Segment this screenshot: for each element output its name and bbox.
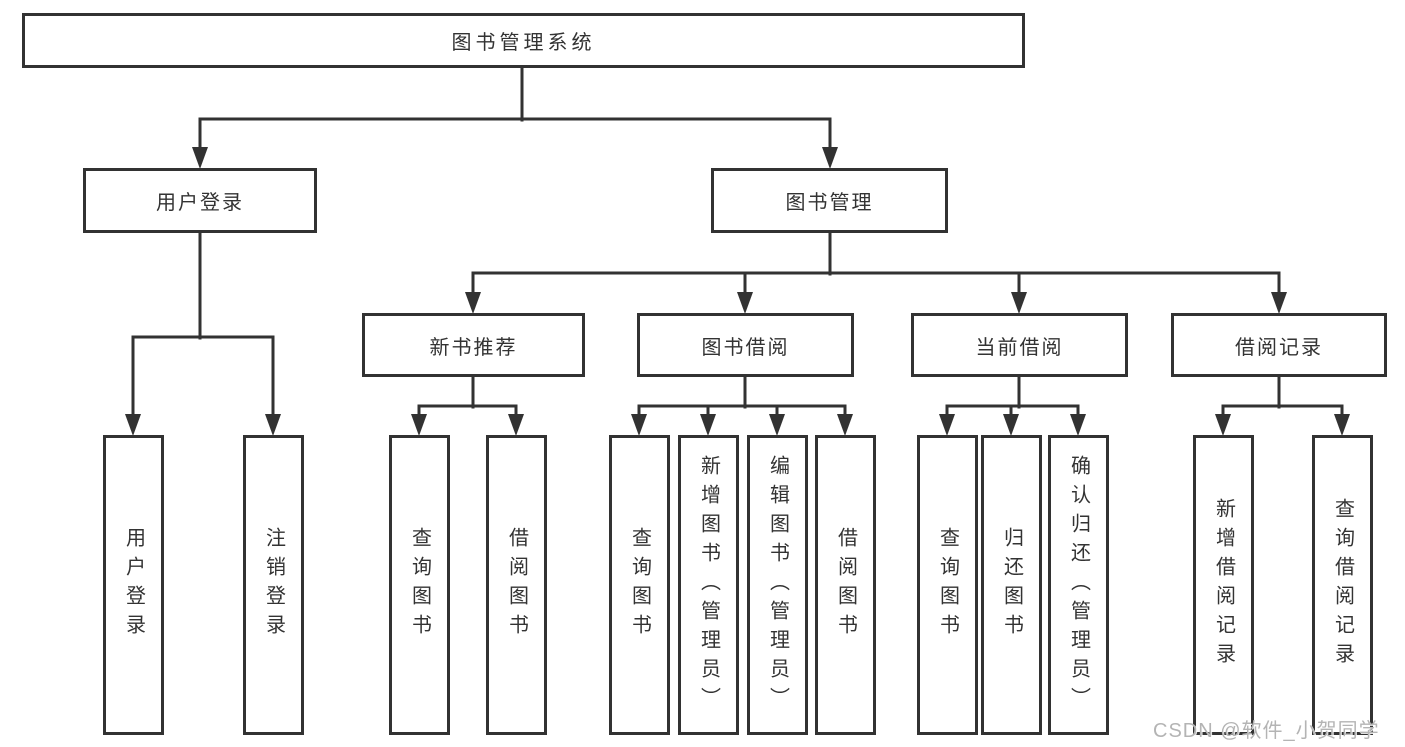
leaf-add-borrow-record: 新增借阅记录 xyxy=(1193,435,1254,735)
node-book-management: 图书管理 xyxy=(711,168,948,233)
node-label: 当前借阅 xyxy=(975,336,1064,359)
leaf-confirm-return-admin: 确认归还（管理员） xyxy=(1048,435,1109,735)
node-label: 图书借阅 xyxy=(701,336,790,359)
leaf-user-login: 用户登录 xyxy=(103,435,164,735)
leaf-borrow-books: 借阅图书 xyxy=(815,435,876,735)
leaf-label: 查询图书 xyxy=(628,527,651,643)
leaf-query-borrow-record: 查询借阅记录 xyxy=(1312,435,1373,735)
leaf-return-books: 归还图书 xyxy=(981,435,1042,735)
leaf-label: 注销登录 xyxy=(262,527,285,643)
node-label: 借阅记录 xyxy=(1235,336,1323,359)
leaf-query-books-current: 查询图书 xyxy=(917,435,978,735)
leaf-logout: 注销登录 xyxy=(243,435,304,735)
leaf-label: 新增图书（管理员） xyxy=(697,454,720,716)
node-user-login: 用户登录 xyxy=(83,168,317,233)
leaf-label: 确认归还（管理员） xyxy=(1067,454,1090,716)
leaf-edit-books-admin: 编辑图书（管理员） xyxy=(747,435,808,735)
leaf-label: 查询借阅记录 xyxy=(1331,498,1354,672)
node-borrowing-records: 借阅记录 xyxy=(1171,313,1387,377)
leaf-borrow-books-recommend: 借阅图书 xyxy=(486,435,547,735)
watermark: CSDN @软件_小贺同学 xyxy=(1153,720,1380,742)
leaf-query-books-borrowing: 查询图书 xyxy=(609,435,670,735)
leaf-add-books-admin: 新增图书（管理员） xyxy=(678,435,739,735)
leaf-label: 借阅图书 xyxy=(505,527,528,643)
node-current-borrowing: 当前借阅 xyxy=(911,313,1128,377)
leaf-query-books-recommend: 查询图书 xyxy=(389,435,450,735)
node-label: 新书推荐 xyxy=(429,336,518,359)
leaf-label: 新增借阅记录 xyxy=(1212,498,1235,672)
leaf-label: 编辑图书（管理员） xyxy=(766,454,789,716)
leaf-label: 查询图书 xyxy=(936,527,959,643)
node-library-management-system: 图书管理系统 xyxy=(22,13,1025,68)
node-label: 图书管理系统 xyxy=(451,32,596,54)
leaf-label: 用户登录 xyxy=(122,527,145,643)
node-book-borrowing: 图书借阅 xyxy=(637,313,854,377)
node-label: 用户登录 xyxy=(156,192,244,214)
leaf-label: 归还图书 xyxy=(1000,527,1023,643)
leaf-label: 借阅图书 xyxy=(834,527,857,643)
node-label: 图书管理 xyxy=(785,192,874,214)
node-new-book-recommendation: 新书推荐 xyxy=(362,313,585,377)
leaf-label: 查询图书 xyxy=(408,527,431,643)
